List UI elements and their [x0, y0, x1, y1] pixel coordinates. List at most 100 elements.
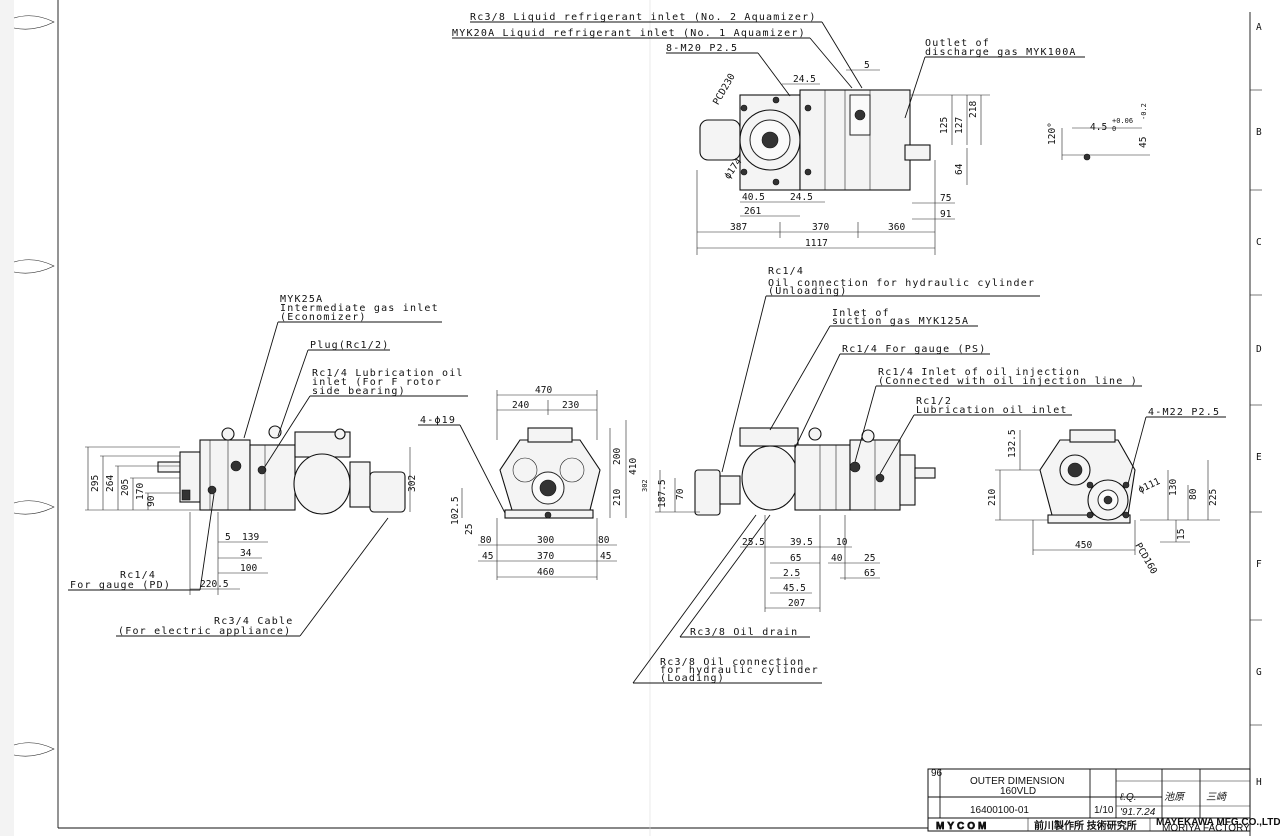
dim-207: 207	[788, 598, 805, 609]
title-outer-dimension: OUTER DIMENSION	[970, 776, 1064, 787]
zone-e: E	[1256, 452, 1262, 463]
dim-90: 90	[146, 495, 157, 507]
label-gauge-ps: Rc1/4 For gauge (PS)	[842, 344, 986, 355]
dim-295: 295	[90, 475, 101, 492]
dim-key-45: 45	[1138, 137, 1149, 148]
zone-h: H	[1256, 777, 1262, 788]
dim-218: 218	[968, 101, 979, 118]
label-rc38-liquid-inlet-2: Rc3/8 Liquid refrigerant inlet (No. 2 Aq…	[470, 12, 817, 23]
left-labels: MYK25A Intermediate gas inlet (Economize…	[68, 294, 468, 637]
top-dimensions: 5 24.5 125 127 218 64 40.5 24.5 261 75 9…	[696, 60, 990, 255]
label-suction-2: suction gas MYK125A	[832, 316, 969, 327]
zone-g: G	[1256, 667, 1262, 678]
dim-302-left: 302	[407, 475, 418, 492]
label-bolts-8-m20: 8-M20 P2.5	[666, 43, 738, 54]
dim-65-right: 65	[790, 553, 801, 564]
far-dimensions: 132.5 210 130 80 225 15 450	[987, 429, 1220, 555]
label-lub-oil-2: inlet (For F rotor	[312, 377, 442, 388]
label-loading-3: (Loading)	[660, 673, 725, 684]
dim-220-5: 220.5	[200, 579, 229, 590]
dim-360: 360	[888, 222, 905, 233]
dim-75: 75	[940, 193, 951, 204]
label-unloading: (Unloading)	[768, 286, 847, 297]
far-right-end-view	[1039, 429, 1136, 524]
dim-100: 100	[240, 563, 257, 574]
dim-45-right: 45	[600, 551, 611, 562]
dim-64: 64	[954, 163, 965, 175]
dim-132-5: 132.5	[1007, 429, 1018, 458]
top-labels: Rc3/8 Liquid refrigerant inlet (No. 2 Aq…	[452, 12, 1085, 181]
dim-460: 460	[537, 567, 554, 578]
dim-1117: 1117	[805, 238, 828, 249]
dim-15: 15	[1176, 529, 1187, 540]
dim-91: 91	[940, 209, 952, 220]
maker-japanese: 前川製作所 技術研究所	[1034, 819, 1137, 832]
dim-410: 410	[628, 458, 639, 475]
zone-d: D	[1256, 344, 1262, 355]
dim-34: 34	[240, 548, 252, 559]
zone-f: F	[1256, 559, 1262, 570]
dim-210: 210	[612, 489, 623, 506]
dim-102-5: 102.5	[450, 496, 461, 525]
middle-labels: 4-ϕ19	[418, 415, 506, 514]
dim-200: 200	[612, 448, 623, 465]
dim-angle-120: 120°	[1047, 122, 1058, 145]
label-lub-inlet-1: Rc1/2	[916, 396, 952, 407]
dim-40-5: 40.5	[742, 192, 765, 203]
maker-english-2: MORIYA FACTORY	[1162, 823, 1250, 834]
dim-65-far: 65	[864, 568, 875, 579]
label-gauge-pd: For gauge (PD)	[70, 580, 171, 591]
dim-45-left: 45	[482, 551, 493, 562]
label-myk20a-inlet: MYK20A Liquid refrigerant inlet (No. 1 A…	[452, 28, 806, 39]
drawing-number: 16400100-01	[970, 805, 1029, 816]
signature-2: 池原	[1164, 791, 1186, 803]
label-unload-rc14: Rc1/4	[768, 266, 804, 277]
label-plug: Plug(Rc1/2)	[310, 340, 389, 351]
maker-english-1: MAYEKAWA MFG.CO.,LTD.	[1156, 817, 1280, 828]
dim-5: 5	[864, 60, 870, 71]
middle-dimensions: 470 240 230 200 410 210 302 102.5 25 80 …	[450, 385, 649, 580]
label-bolts-4-m22: 4-M22 P2.5	[1148, 407, 1220, 418]
dim-key-tol-zero: 0	[1112, 125, 1116, 133]
dim-240: 240	[512, 400, 529, 411]
dim-25-mid: 25	[464, 524, 475, 535]
dim-450: 450	[1075, 540, 1092, 551]
zone-c: C	[1256, 237, 1262, 248]
top-end-view	[699, 89, 931, 191]
dim-225: 225	[1208, 489, 1219, 506]
key-detail: 120° 4.5 +0.06 0 45 -0.2	[1047, 103, 1150, 161]
label-unload-oil: Oil connection for hydraulic cylinder	[768, 278, 1035, 289]
dim-127: 127	[954, 117, 965, 134]
middle-end-view	[499, 427, 601, 519]
dim-370-mid: 370	[537, 551, 554, 562]
dim-125: 125	[939, 117, 950, 134]
brand-logo: MYCOM	[936, 821, 989, 832]
label-cable-1: Rc3/4 Cable	[214, 616, 293, 627]
dim-387: 387	[730, 222, 747, 233]
signature-1: ℓ.Q.	[1119, 792, 1137, 803]
dim-80-left: 80	[480, 535, 492, 546]
dim-230: 230	[562, 400, 579, 411]
title-block: 96 OUTER DIMENSION 160VLD 16400100-01 1/…	[927, 768, 1280, 834]
zone-markers: A B C D E F G H	[1250, 22, 1262, 788]
right-dimensions: 187.5 70 25.5 39.5 10 65 40 25 2.5 65 45…	[655, 470, 880, 612]
dim-80-far: 80	[1188, 488, 1199, 500]
dim-25-right: 25	[864, 553, 875, 564]
dim-24-5-top: 24.5	[793, 74, 816, 85]
dim-261: 261	[744, 206, 761, 217]
dim-210-far: 210	[987, 489, 998, 506]
dim-170: 170	[135, 483, 146, 500]
label-rc14-pd: Rc1/4	[120, 570, 156, 581]
signature-3: 三崎	[1206, 791, 1228, 803]
label-lub-inlet-2: Lubrication oil inlet	[916, 405, 1068, 416]
label-cable-2: (For electric appliance)	[118, 626, 291, 637]
dim-70: 70	[675, 488, 686, 500]
zone-a: A	[1256, 22, 1262, 33]
left-dimensions: 295 264 205 170 90 5 139 34 100 220.5 30…	[85, 446, 418, 595]
dim-key-tol-lower: -0.2	[1140, 103, 1148, 120]
scale: 1/10	[1094, 805, 1114, 816]
label-economizer: (Economizer)	[280, 312, 367, 323]
dim-300: 300	[537, 535, 554, 546]
dim-130: 130	[1168, 479, 1179, 496]
